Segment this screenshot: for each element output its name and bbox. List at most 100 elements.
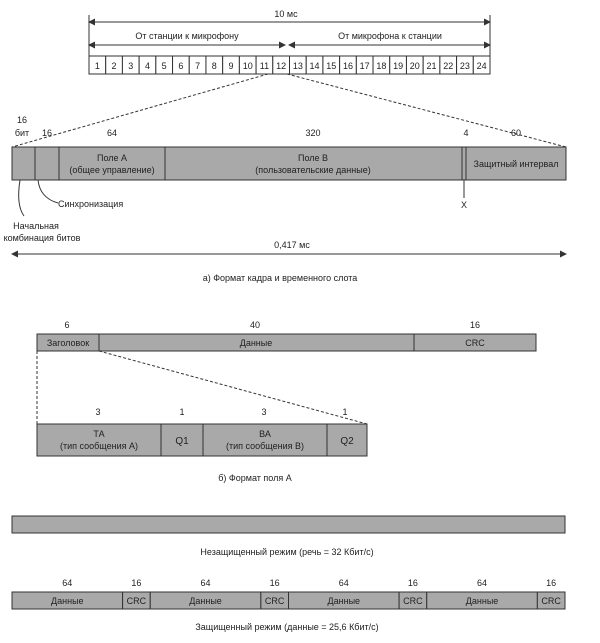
protected-data-bits: 64 — [477, 578, 487, 588]
slot-21-label: 21 — [427, 61, 437, 71]
q2-block — [326, 423, 368, 457]
frame-format-section: 16 бит 16 64 320 4 60 Поле А (общее упра… — [4, 115, 567, 283]
ta-block — [36, 423, 162, 457]
header-label: Заголовок — [47, 338, 89, 348]
crc-block — [413, 333, 537, 352]
frame-duration-label: 0,417 мс — [274, 240, 310, 250]
up-direction-label: От микрофона к станции — [338, 31, 442, 41]
header-zoom-right — [98, 350, 368, 425]
slot-13-label: 13 — [293, 61, 303, 71]
slot-4-label: 4 — [145, 61, 150, 71]
slot-15-label: 15 — [326, 61, 336, 71]
slot-12-label: 12 — [276, 61, 286, 71]
ta-subtitle: (тип сообщения А) — [60, 441, 138, 451]
slot-8-label: 8 — [212, 61, 217, 71]
field-a-bits: 64 — [107, 128, 117, 138]
field-a-block — [58, 146, 166, 181]
x-label: X — [461, 200, 467, 210]
slot-24 — [472, 55, 491, 75]
data-label: Данные — [240, 338, 273, 348]
protected-crc-label: CRC — [541, 596, 561, 606]
crc-label: CRC — [465, 338, 485, 348]
start-pattern-label-2: комбинация битов — [4, 233, 81, 243]
field-a-subtitle: (общее управление) — [69, 165, 154, 175]
sync2-bits: 16 — [42, 128, 52, 138]
protected-caption: Защищенный режим (данные = 25,6 Кбит/с) — [195, 622, 378, 632]
protected-crc-block — [536, 591, 566, 610]
sync-label: Синхронизация — [58, 199, 123, 209]
slot-1-label: 1 — [95, 61, 100, 71]
start-pattern-label-1: Начальная — [13, 221, 59, 231]
protected-crc-label: CRC — [127, 596, 147, 606]
protected-data-bits: 64 — [62, 578, 72, 588]
slot-5-label: 5 — [162, 61, 167, 71]
protected-data-label: Данные — [466, 596, 499, 606]
q1-block — [160, 423, 204, 457]
down-direction-label: От станции к микрофону — [135, 31, 239, 41]
slot-22-label: 22 — [443, 61, 453, 71]
slot-6-label: 6 — [178, 61, 183, 71]
protected-crc-label: CRC — [265, 596, 285, 606]
q2-bits: 1 — [342, 407, 347, 417]
slot-24-label: 24 — [477, 61, 487, 71]
slot-11-label: 11 — [260, 61, 269, 71]
guard-interval-label: Защитный интервал — [474, 159, 559, 169]
q2-label: Q2 — [340, 436, 354, 447]
x-field-block — [461, 146, 467, 181]
field-b-title: Поле В — [298, 153, 328, 163]
slot-3-label: 3 — [128, 61, 133, 71]
protected-crc-bits: 16 — [131, 578, 141, 588]
ba-block — [202, 423, 328, 457]
slot-16-label: 16 — [343, 61, 353, 71]
sync1-bits: 16 — [17, 115, 27, 125]
x-field-bits: 4 — [463, 128, 468, 138]
field-b-bits: 320 — [305, 128, 320, 138]
protected-data-label: Данные — [189, 596, 222, 606]
ba-subtitle: (тип сообщения В) — [226, 441, 304, 451]
protected-crc-bits: 16 — [408, 578, 418, 588]
slot-17-label: 17 — [360, 61, 370, 71]
guard-interval-block — [465, 146, 567, 181]
slot-20-label: 20 — [410, 61, 420, 71]
unprotected-bar — [11, 515, 566, 534]
data-bits: 40 — [250, 320, 260, 330]
sync1-unit: бит — [15, 128, 29, 138]
guard-bits: 60 — [511, 128, 521, 138]
sync-pointer — [37, 179, 59, 204]
slot-9-label: 9 — [229, 61, 234, 71]
protected-crc-bits: 16 — [546, 578, 556, 588]
unprotected-mode-section: Незащищенный режим (речь = 32 Кбит/с) — [11, 515, 566, 557]
field-b-block — [164, 146, 463, 181]
q1-label: Q1 — [175, 436, 189, 447]
q1-bits: 1 — [179, 407, 184, 417]
slot-10-label: 10 — [243, 61, 253, 71]
start-pattern-pointer — [18, 179, 25, 217]
slot-2-label: 2 — [112, 61, 117, 71]
ta-title: ТА — [93, 429, 104, 439]
field-a-format-section: 6 40 16 Заголовок Данные CRC 3 1 3 1 ТА … — [36, 320, 537, 483]
sync-field-1 — [11, 146, 36, 181]
sync-field-2 — [34, 146, 60, 181]
total-duration-label: 10 мс — [274, 9, 298, 19]
slot-23-label: 23 — [460, 61, 470, 71]
protected-crc-bits: 16 — [270, 578, 280, 588]
ta-bits: 3 — [95, 407, 100, 417]
field-b-subtitle: (пользовательские данные) — [255, 165, 370, 175]
caption-b: б) Формат поля А — [218, 473, 291, 483]
field-a-title: Поле А — [97, 153, 127, 163]
slot-14-label: 14 — [310, 61, 320, 71]
caption-a: а) Формат кадра и временного слота — [203, 273, 358, 283]
slot-19-label: 19 — [393, 61, 403, 71]
zoom-line-left — [11, 73, 269, 148]
protected-data-bits: 64 — [339, 578, 349, 588]
protected-crc-label: CRC — [403, 596, 423, 606]
protected-data-bits: 64 — [201, 578, 211, 588]
zoom-line-right — [286, 73, 567, 148]
protected-data-label: Данные — [51, 596, 84, 606]
slot-18-label: 18 — [376, 61, 386, 71]
ba-title: ВА — [259, 429, 271, 439]
